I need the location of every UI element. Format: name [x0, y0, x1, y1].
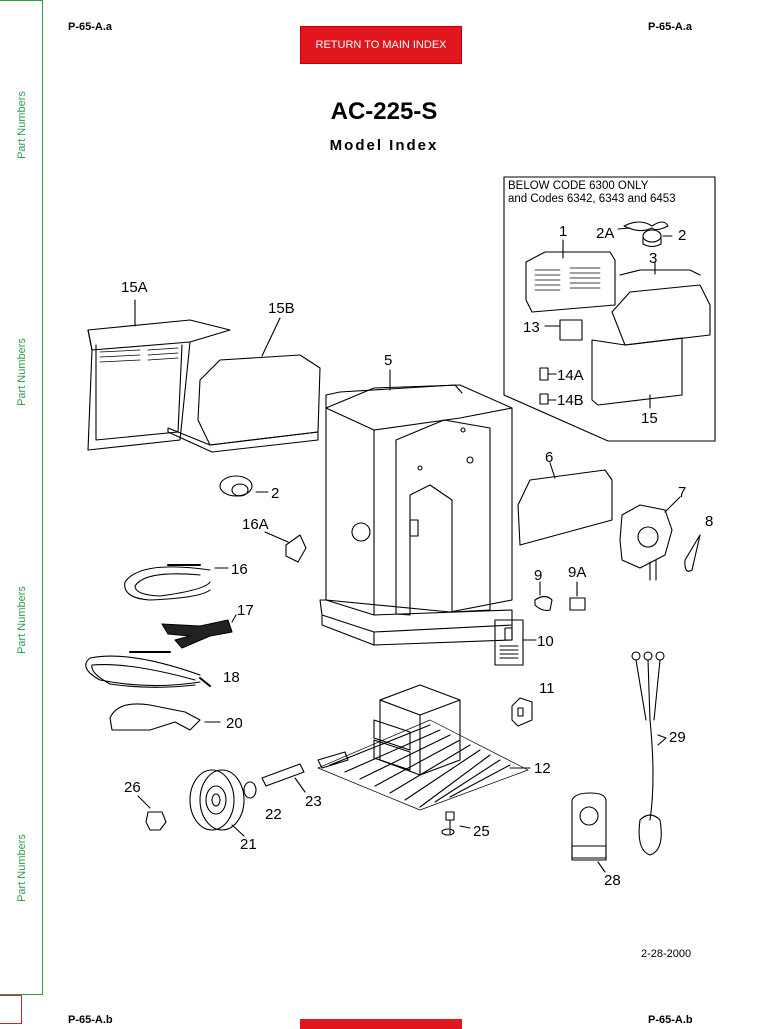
callout-23: 23 — [305, 793, 322, 810]
screw-25 — [441, 811, 455, 836]
page-code-right: P-65-A.a — [648, 21, 693, 33]
power-cable-29 — [631, 651, 667, 856]
sidebar — [0, 0, 43, 995]
page-subtitle: Model Index — [329, 137, 439, 154]
side-panel-15a — [87, 299, 231, 451]
page-title: AC-225-S — [330, 98, 438, 125]
inset-caption-line2: and Codes 6342, 6343 and 6453 — [508, 193, 676, 205]
callout-16: 16 — [231, 561, 248, 578]
washer-22 — [243, 781, 257, 799]
next-page-code-left: P-65-A.b — [68, 1014, 113, 1026]
callout-2: 2 — [678, 227, 686, 244]
inset-caption-line1: BELOW CODE 6300 ONLY — [508, 180, 649, 192]
callout-5: 5 — [384, 352, 392, 369]
transformer-12 — [317, 684, 529, 811]
revision-date: 2-28-2000 — [641, 948, 692, 960]
callout-16a: 16A — [242, 516, 269, 533]
callout-18: 18 — [223, 669, 240, 686]
callout-14b: 14B — [557, 392, 584, 409]
part-9a-shape — [569, 597, 586, 611]
callout-15b: 15B — [268, 300, 295, 317]
callout-7: 7 — [678, 484, 686, 501]
callout-17: 17 — [237, 602, 254, 619]
panel-6 — [517, 469, 613, 546]
next-page-code-right: P-65-A.b — [648, 1014, 693, 1026]
callout-15: 15 — [641, 410, 658, 427]
nameplate-10 — [494, 619, 524, 666]
rear-panel-shape — [525, 251, 616, 313]
return-to-main-index-button[interactable]: RETURN TO MAIN INDEX — [300, 26, 462, 64]
fan-2 — [219, 475, 269, 497]
callout-11: 11 — [539, 680, 555, 697]
nut-26 — [145, 811, 167, 831]
callout-14a: 14A — [557, 367, 584, 384]
callout-9a: 9A — [568, 564, 586, 581]
switch-11 — [511, 697, 533, 727]
callout-21: 21 — [240, 836, 257, 853]
callout-22: 22 — [265, 806, 282, 823]
callout-6: 6 — [545, 449, 553, 466]
callout-25: 25 — [473, 823, 490, 840]
callout-15a: 15A — [121, 279, 148, 296]
part-16a-shape — [285, 534, 307, 563]
inset-below-code-6300: BELOW CODE 6300 ONLY and Codes 6342, 634… — [503, 176, 716, 442]
selector-switch-7 — [619, 496, 681, 581]
callout-8: 8 — [705, 513, 713, 530]
callout-13: 13 — [523, 319, 540, 336]
part-9-shape — [534, 595, 553, 611]
callout-12: 12 — [534, 760, 551, 777]
work-clamp-20 — [109, 703, 201, 731]
electrode-holder-17 — [161, 619, 233, 649]
callout-26: 26 — [124, 779, 141, 796]
callout-2-fan: 2 — [271, 485, 279, 502]
pulley-21 — [189, 769, 245, 831]
callout-9: 9 — [534, 567, 542, 584]
callout-2a: 2A — [596, 225, 614, 242]
main-case-5 — [319, 369, 513, 646]
fan-motor-icon — [642, 229, 662, 243]
page-code-left: P-65-A.a — [68, 21, 113, 33]
cable-16 — [124, 564, 229, 601]
receptacle-28 — [571, 792, 607, 861]
callout-28: 28 — [604, 872, 621, 889]
callout-29: 29 — [669, 729, 686, 746]
cable-18 — [85, 651, 211, 688]
callout-10: 10 — [537, 633, 554, 650]
callout-3: 3 — [649, 250, 657, 267]
knob-8 — [684, 534, 701, 572]
callout-20: 20 — [226, 715, 243, 732]
side-panel-15b — [167, 317, 321, 453]
tube-23 — [261, 763, 305, 787]
callout-1: 1 — [559, 223, 567, 240]
